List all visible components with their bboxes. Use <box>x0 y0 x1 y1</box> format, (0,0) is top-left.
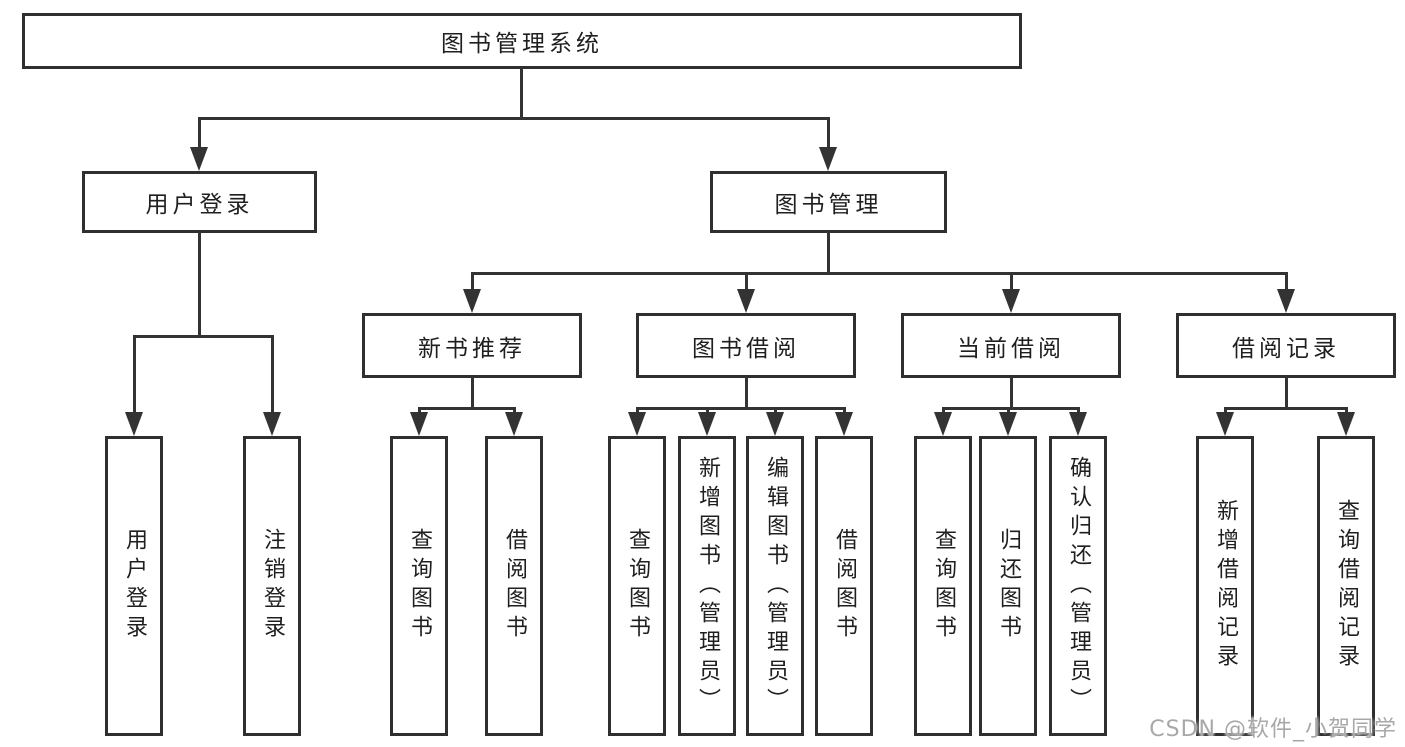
connector-line <box>827 232 830 274</box>
connector-line <box>1285 377 1288 409</box>
arrow-down-icon <box>766 412 784 436</box>
watermark: CSDN @软件_小贺同学 <box>1149 717 1397 742</box>
connector-line <box>513 407 516 415</box>
node-user-login-label: 用户登录 <box>145 192 254 218</box>
arrow-down-icon <box>698 412 716 436</box>
leaf-add-borrow-record-label: 新增借阅记录 <box>1213 499 1238 673</box>
leaf-confirm-return-admin: 确认归还（管理员） <box>1049 436 1107 736</box>
arrow-down-icon <box>463 289 481 313</box>
leaf-borrow-books-label: 借阅图书 <box>832 528 857 644</box>
connector-line <box>520 68 523 120</box>
leaf-query-borrow-record-label: 查询借阅记录 <box>1334 499 1359 673</box>
leaf-add-borrow-record: 新增借阅记录 <box>1196 436 1254 736</box>
arrow-down-icon <box>737 289 755 313</box>
connector-line <box>636 407 639 415</box>
arrow-down-icon <box>263 412 281 436</box>
connector-line <box>418 407 421 415</box>
leaf-user-login: 用户登录 <box>105 436 163 736</box>
leaf-confirm-return-admin-label: 确认归还（管理员） <box>1066 455 1091 717</box>
arrow-down-icon <box>819 147 837 171</box>
arrow-down-icon <box>505 412 523 436</box>
arrow-down-icon <box>1337 412 1355 436</box>
leaf-query-books-current-label: 查询图书 <box>931 528 956 644</box>
connector-line <box>942 407 945 415</box>
connector-line <box>133 335 273 338</box>
node-book-management-label: 图书管理 <box>774 192 883 218</box>
connector-line <box>843 407 846 415</box>
leaf-logout-label: 注销登录 <box>260 528 285 644</box>
leaf-query-books-current: 查询图书 <box>914 436 972 736</box>
leaf-user-login-label: 用户登录 <box>122 528 147 644</box>
connector-line <box>198 117 830 120</box>
arrow-down-icon <box>410 412 428 436</box>
connector-line <box>1285 272 1288 292</box>
node-new-book-recommend-label: 新书推荐 <box>418 335 526 362</box>
connector-line <box>706 407 709 415</box>
leaf-add-book-admin-label: 新增图书（管理员） <box>695 455 720 717</box>
leaf-query-books-borrow: 查询图书 <box>608 436 666 736</box>
leaf-add-book-admin: 新增图书（管理员） <box>678 436 736 736</box>
connector-line <box>774 407 777 415</box>
arrow-down-icon <box>999 412 1017 436</box>
leaf-borrow-books: 借阅图书 <box>815 436 873 736</box>
leaf-query-books-borrow-label: 查询图书 <box>625 528 650 644</box>
leaf-logout: 注销登录 <box>243 436 301 736</box>
arrow-down-icon <box>190 147 208 171</box>
connector-line <box>827 117 830 149</box>
node-current-borrow-label: 当前借阅 <box>957 335 1065 362</box>
node-root-label: 图书管理系统 <box>441 31 603 57</box>
leaf-edit-book-admin: 编辑图书（管理员） <box>746 436 804 736</box>
connector-line <box>636 407 845 410</box>
connector-line <box>1010 377 1013 409</box>
leaf-return-book-label: 归还图书 <box>996 528 1021 644</box>
connector-line <box>198 232 201 337</box>
arrow-down-icon <box>1002 289 1020 313</box>
node-new-book-recommend: 新书推荐 <box>362 313 582 378</box>
connector-line <box>1345 407 1348 415</box>
leaf-borrow-books-recommend: 借阅图书 <box>485 436 543 736</box>
node-borrow-records: 借阅记录 <box>1176 313 1396 378</box>
node-current-borrow: 当前借阅 <box>901 313 1121 378</box>
connector-line <box>1224 407 1347 410</box>
node-book-management: 图书管理 <box>710 171 947 233</box>
leaf-query-books-recommend: 查询图书 <box>390 436 448 736</box>
arrow-down-icon <box>835 412 853 436</box>
connector-line <box>471 272 474 292</box>
leaf-return-book: 归还图书 <box>979 436 1037 736</box>
connector-line <box>1224 407 1227 415</box>
node-book-borrow-label: 图书借阅 <box>692 335 800 362</box>
arrow-down-icon <box>125 412 143 436</box>
node-root: 图书管理系统 <box>22 13 1022 69</box>
leaf-query-books-recommend-label: 查询图书 <box>407 528 432 644</box>
connector-line <box>198 117 201 149</box>
leaf-borrow-books-recommend-label: 借阅图书 <box>502 528 527 644</box>
node-user-login: 用户登录 <box>82 171 317 233</box>
connector-line <box>418 407 515 410</box>
arrow-down-icon <box>934 412 952 436</box>
leaf-edit-book-admin-label: 编辑图书（管理员） <box>763 455 788 717</box>
connector-line <box>745 377 748 409</box>
connector-line <box>1007 407 1010 415</box>
node-borrow-records-label: 借阅记录 <box>1232 335 1340 362</box>
leaf-query-borrow-record: 查询借阅记录 <box>1317 436 1375 736</box>
arrow-down-icon <box>1216 412 1234 436</box>
arrow-down-icon <box>1069 412 1087 436</box>
connector-line <box>1010 272 1013 292</box>
arrow-down-icon <box>1277 289 1295 313</box>
connector-line <box>271 335 274 415</box>
connector-line <box>471 272 1287 275</box>
connector-line <box>471 377 474 409</box>
node-book-borrow: 图书借阅 <box>636 313 856 378</box>
connector-line <box>1077 407 1080 415</box>
connector-line <box>745 272 748 292</box>
connector-line <box>133 335 136 415</box>
arrow-down-icon <box>628 412 646 436</box>
connector-line <box>942 407 1079 410</box>
